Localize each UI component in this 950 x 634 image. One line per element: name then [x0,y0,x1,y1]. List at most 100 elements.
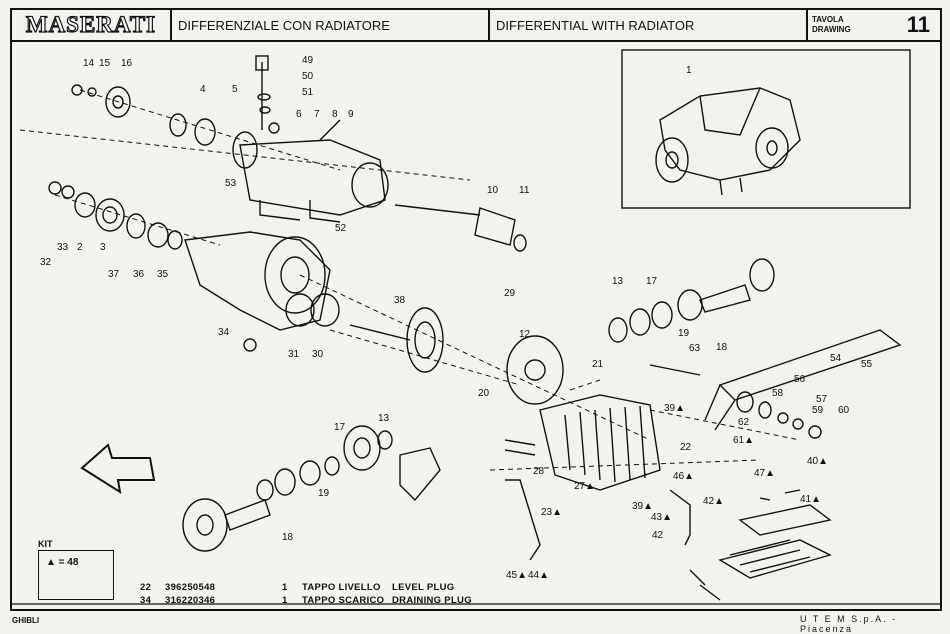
callout-number: 44▲ [528,570,549,581]
propeller-shaft [394,204,527,252]
callout-number: 35 [157,269,169,280]
callout-number: 59 [812,405,824,416]
callout-number: 13 [378,413,390,424]
callout-number: 53 [225,178,237,189]
callout-number: 62 [738,417,750,428]
crown-wheel-pinion [349,307,444,373]
diff-gears [506,335,564,405]
kit-title: KIT [38,539,53,549]
callout-number: 1 [686,65,692,76]
callout-number: 9 [348,109,354,120]
callout-number: 3 [100,242,106,253]
callout-number: 60 [838,405,850,416]
title-italian: DIFFERENZIALE CON RADIATORE [172,10,490,40]
parts-row-qty: 1 [282,582,288,593]
parts-row-desc-en: DRAINING PLUG [392,595,472,606]
callout-number: 36 [133,269,145,280]
callout-number: 31 [288,349,300,360]
callout-number: 16 [121,58,133,69]
callout-number: 6 [296,109,302,120]
callout-number: 28 [533,466,545,477]
callout-number: 19 [318,488,330,499]
callout-number: 37 [108,269,120,280]
callout-number: 33 [57,242,69,253]
parts-row-desc-it: TAPPO SCARICO [302,595,385,606]
callout-number: 55 [861,359,873,370]
callout-number: 32 [40,257,52,268]
callout-number: 52 [335,223,347,234]
callout-number: 56 [794,374,806,385]
callout-number: 39▲ [664,403,685,414]
callout-number: 47▲ [754,468,775,479]
callout-number: 2 [77,242,83,253]
assembly-guides [19,89,801,471]
callout-number: 19 [678,328,690,339]
callout-number: 21 [592,359,604,370]
callout-number: 45▲ [506,570,527,581]
kit-value: ▲ = 48 [46,557,79,568]
callout-number: 11 [519,185,530,196]
direction-arrow [80,443,156,495]
inset-frame [621,49,911,209]
callout-number: 17 [646,276,658,287]
maserati-logo: MASERATI [12,10,172,40]
callout-number: 54 [830,353,842,364]
parts-row-ref: 22 [140,582,152,593]
parts-row-code: 316220346 [165,595,216,606]
callout-number: 42 [652,530,664,541]
callout-number: 49 [302,55,314,66]
callout-number: 34 [218,327,230,338]
callout-number: 20 [478,388,490,399]
callout-number: 27▲ [574,481,595,492]
callout-number: 8 [332,109,338,120]
title-block: MASERATI DIFFERENZIALE CON RADIATORE DIF… [12,10,940,42]
callout-number: 12 [519,329,531,340]
differential-case [184,231,340,352]
support-arm [649,329,902,439]
callout-number: 58 [772,388,784,399]
callout-number: 42▲ [703,496,724,507]
parts-row-ref: 34 [140,595,152,606]
callout-number: 18 [282,532,294,543]
callout-number: 57 [816,394,828,405]
callout-number: 17 [334,422,346,433]
oil-radiator [505,479,832,601]
callout-number: 63 [689,343,701,354]
callout-number: 30 [312,349,324,360]
bearing-stack-left [48,181,183,250]
callout-number: 4 [200,84,206,95]
input-housing [232,131,389,223]
callout-number: 43▲ [651,512,672,523]
kit-box [38,550,114,600]
callout-number: 61▲ [733,435,754,446]
callout-number: 40▲ [807,456,828,467]
callout-number: 14 [83,58,95,69]
callout-number: 5 [232,84,238,95]
callout-number: 13 [612,276,624,287]
title-english: DIFFERENTIAL WITH RADIATOR [490,10,808,40]
callout-number: 10 [487,185,499,196]
callout-number: 29 [504,288,516,299]
drawing-number: 11 [906,12,930,37]
callout-number: 39▲ [632,501,653,512]
drawing-sheet: MASERATI DIFFERENZIALE CON RADIATORE DIF… [10,8,942,611]
parts-row-code: 396250548 [165,582,216,593]
output-flange-right [608,258,775,343]
model-code: GHIBLI [12,616,40,625]
callout-number: 23▲ [541,507,562,518]
callout-number: 51 [302,87,314,98]
callout-number: 41▲ [800,494,821,505]
callout-number: 7 [314,109,320,120]
callout-number: 38 [394,295,406,306]
tavola-label: TAVOLA [812,15,844,24]
assembled-differential [655,87,801,196]
drawing-number-cell: TAVOLA DRAWING 11 [808,10,944,40]
callout-number: 18 [716,342,728,353]
drawing-label: DRAWING [812,25,851,34]
flange-group-top [71,55,341,146]
output-shaft-left [182,425,441,552]
callout-number: 15 [99,58,111,69]
callout-number: 50 [302,71,314,82]
